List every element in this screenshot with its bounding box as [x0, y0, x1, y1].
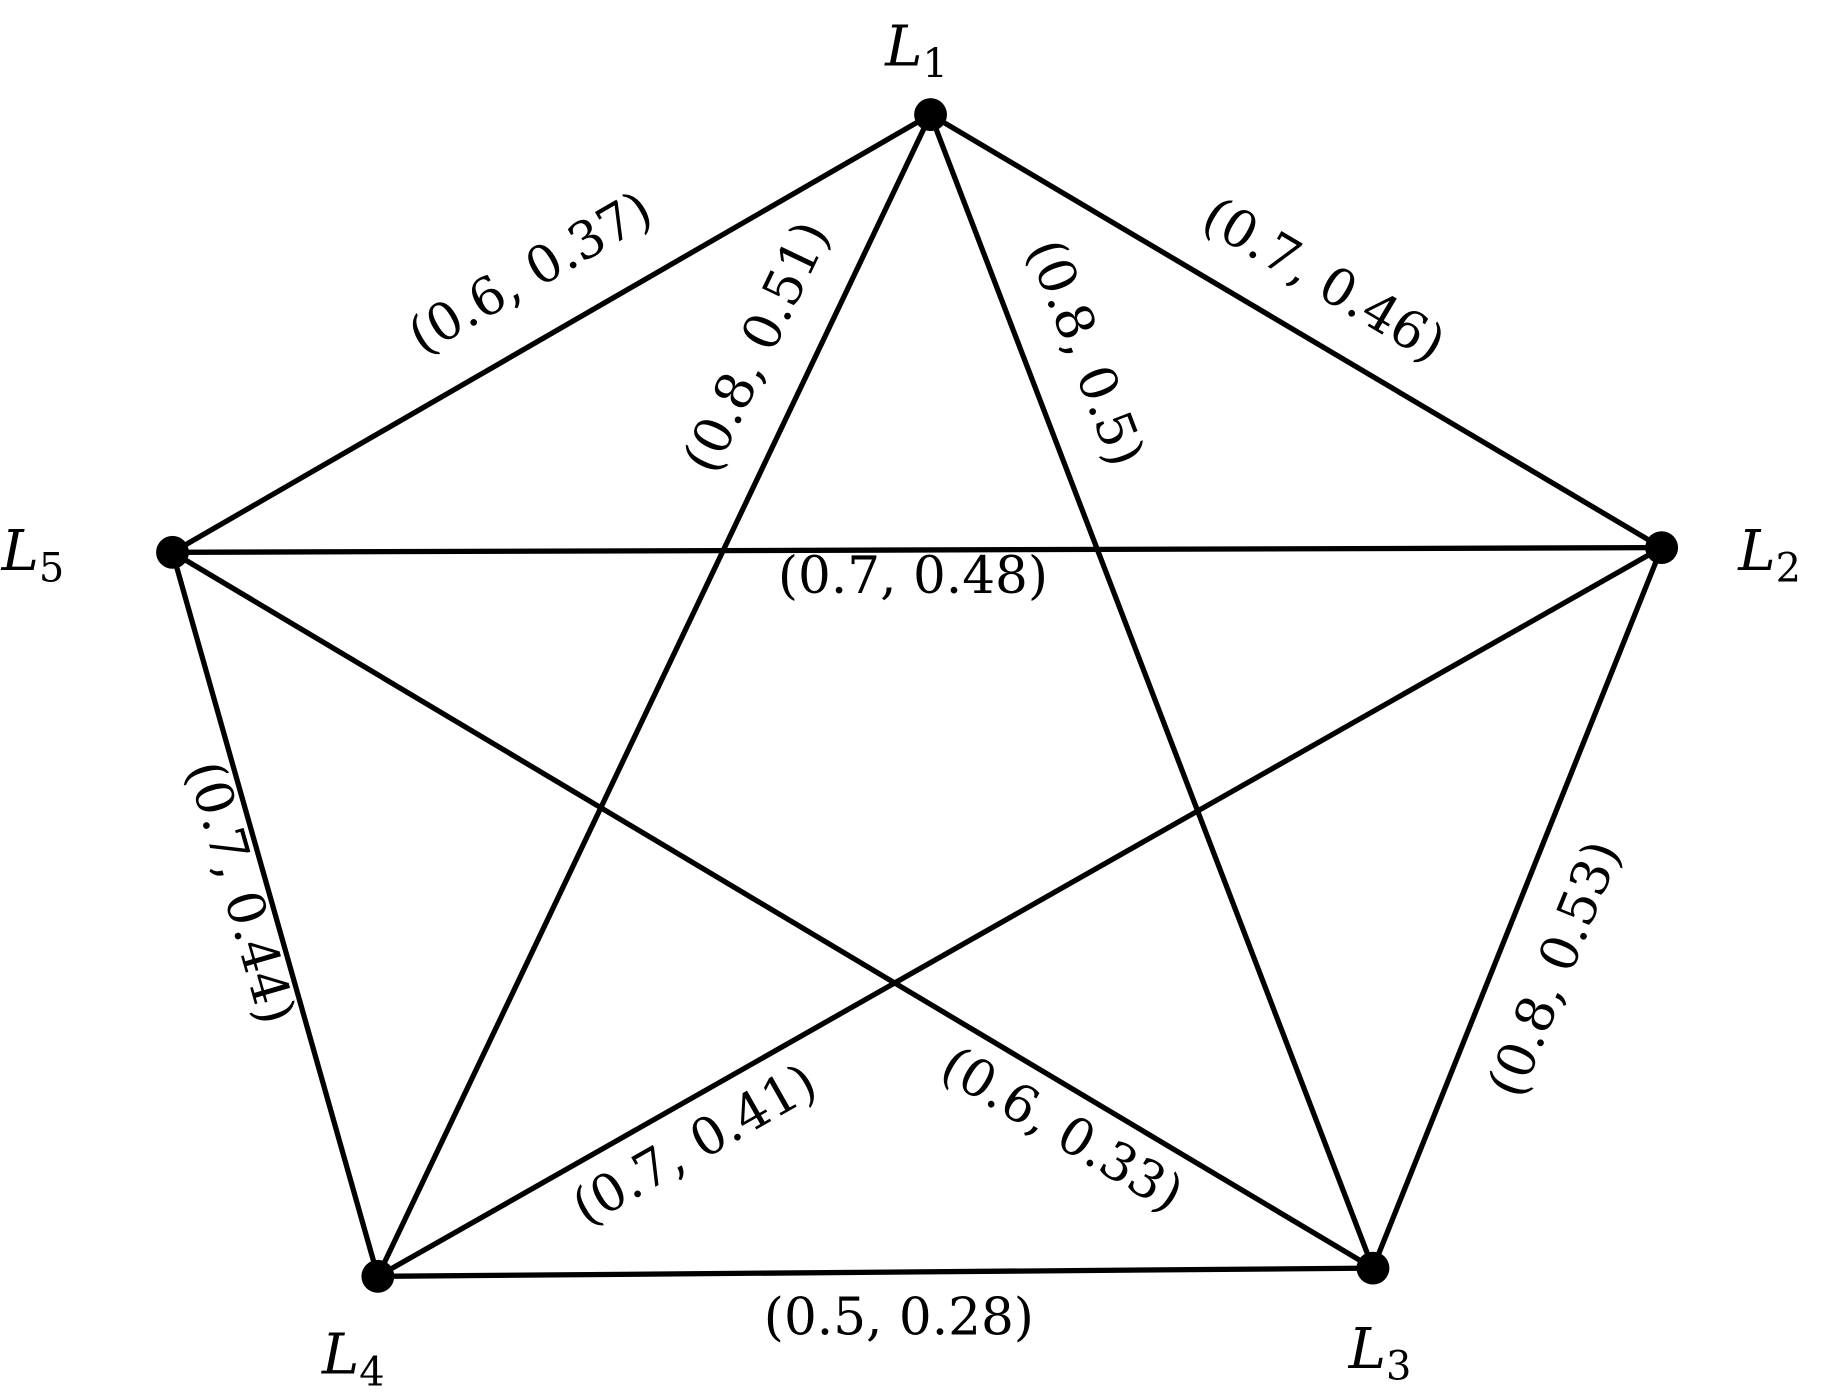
node-letter: L	[1737, 519, 1775, 584]
edge-l5-l3	[171, 550, 1375, 1271]
edge-l4-l3	[377, 1265, 1373, 1279]
edge-label: (0.6, 0.33)	[931, 1035, 1194, 1225]
edge-l5-l2	[172, 544, 1662, 555]
node-l1	[914, 98, 947, 132]
node-letter: L	[1348, 1317, 1386, 1382]
edge-l1-l2	[929, 112, 1663, 550]
edge-l1-l3	[928, 113, 1376, 1270]
node-letter: L	[0, 519, 38, 584]
node-label: L4	[321, 1323, 385, 1396]
edge-label: (0.7, 0.41)	[562, 1052, 827, 1238]
edge-label: (0.7, 0.44)	[174, 755, 306, 1031]
node-label: L5	[0, 519, 64, 592]
edge-l5-l4	[169, 551, 381, 1278]
node-subscript: 5	[39, 546, 64, 592]
edge-l5-l1	[171, 112, 932, 555]
node-subscript: 3	[1386, 1344, 1411, 1390]
edge-label: (0.7, 0.48)	[778, 546, 1048, 606]
edge-l2-l3	[1370, 546, 1665, 1270]
node-letter: L	[884, 14, 922, 79]
edges	[169, 112, 1665, 1279]
node-label: L3	[1348, 1317, 1412, 1390]
edge-label: (0.8, 0.51)	[672, 212, 842, 482]
node-subscript: 1	[922, 41, 947, 87]
edge-label: (0.6, 0.37)	[398, 180, 662, 367]
node-subscript: 4	[359, 1349, 384, 1395]
node-l4	[361, 1259, 395, 1293]
edge-label: (0.5, 0.28)	[764, 1287, 1034, 1347]
node-l3	[1356, 1251, 1390, 1285]
edge-label: (0.8, 0.5)	[1015, 231, 1156, 474]
node-label: L2	[1737, 519, 1801, 592]
nodes	[156, 98, 1679, 1293]
node-subscript: 2	[1776, 546, 1801, 592]
node-letter: L	[321, 1323, 359, 1388]
edge-label: (0.8, 0.53)	[1476, 832, 1633, 1105]
labels: (0.6, 0.37)(0.7, 0.46)(0.8, 0.51)(0.8, 0…	[0, 14, 1801, 1395]
node-l2	[1645, 531, 1679, 565]
edge-l1-l4	[375, 113, 933, 1278]
node-label: L1	[884, 14, 948, 87]
edge-l4-l2	[376, 545, 1663, 1279]
node-l5	[156, 535, 189, 569]
